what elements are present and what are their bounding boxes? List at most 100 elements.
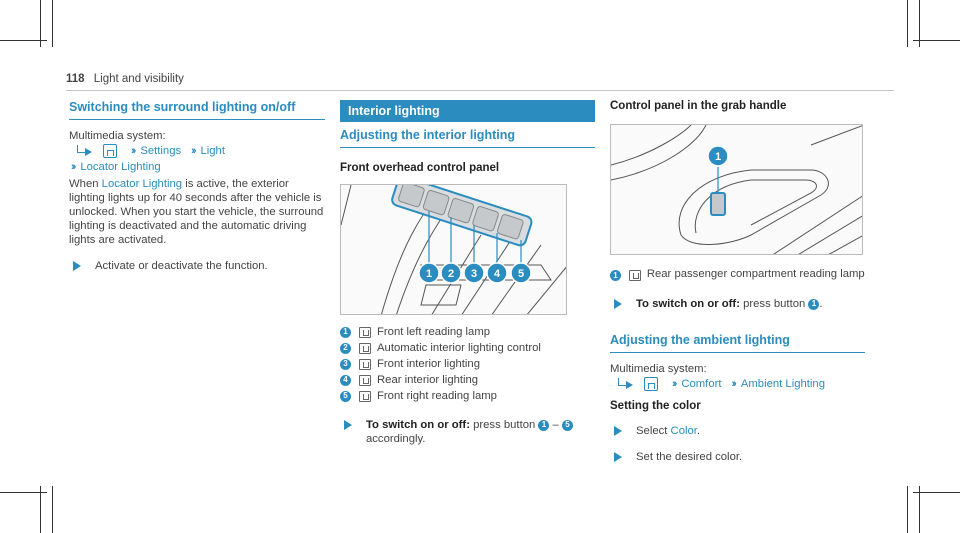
callout-number: 2 [340,342,351,354]
nav-arrow-icon [616,378,638,390]
step-arrow-icon [614,426,622,436]
body-text: When [69,178,102,190]
grab-handle-figure: 1 [610,124,863,255]
callout-number: 4 [340,374,351,386]
step-text: To switch on or off: press button 1 – 5 … [366,418,573,446]
step-body: press button [739,298,809,310]
svg-text:1: 1 [426,268,432,280]
crop-mark [52,0,53,47]
step-text: Select Color. [636,424,700,438]
legend-label: Rear interior lighting [377,374,479,386]
section-heading: Adjusting the ambient lighting [610,333,865,353]
crop-mark [919,486,920,533]
section-heading: Switching the surround lighting on/off [69,100,325,120]
svg-text:4: 4 [494,268,501,280]
page-number: 118 [66,73,85,85]
step-text: Set the desired color. [636,451,743,463]
legend-item: 4 Rear interior lighting [340,372,595,388]
step-body: Select [636,425,671,437]
callout-number: 5 [340,390,351,402]
page-section: Light and visibility [93,73,184,85]
callout-number: 3 [340,358,351,370]
body-paragraph: When Locator Lighting is active, the ext… [69,177,325,247]
legend-label: Front right reading lamp [377,390,497,402]
step-item: Activate or deactivate the function. [69,259,325,273]
step-text: To switch on or off: press button 1. [636,297,823,311]
legend-item: 3 Front interior lighting [340,356,595,372]
subheading: Setting the color [610,400,701,412]
chevron-icon: ›› [131,145,137,157]
auto-light-icon [359,342,371,354]
body-text: is active, the exterior lighting lights … [69,178,324,246]
nav-light: Light [200,145,225,157]
step-link: Color [670,425,697,437]
svg-text:3: 3 [471,268,477,280]
nav-path: ›› Comfort ›› Ambient Lighting [610,376,865,392]
step-text: Activate or deactivate the function. [95,260,268,272]
legend-label: Front interior lighting [377,358,480,370]
column-interior-lighting: Interior lighting Adjusting the interior… [340,100,595,446]
home-icon [103,144,117,158]
legend-label: Rear passenger compartment reading lamp [646,268,865,280]
reading-lamp-icon [628,270,641,281]
chevron-icon: ›› [731,378,738,390]
home-icon [644,377,658,391]
chevron-icon: ›› [191,145,197,157]
nav-locator-lighting: Locator Lighting [80,161,161,173]
nav-path: ›› Settings ›› Light [69,143,325,159]
nav-path-cont: ›› Locator Lighting [69,159,325,175]
step-bold: To switch on or off: [366,419,470,431]
column-grab-handle: Control panel in the grab handle 1 1 Rea… [610,100,865,464]
header-rule [66,90,894,91]
callout-number: 1 [808,298,820,310]
crop-mark [907,486,908,533]
body-link: Locator Lighting [101,178,183,190]
step-arrow-icon [73,261,81,271]
chevron-icon: ›› [672,378,678,390]
step-end: . [696,425,701,437]
nav-comfort: Comfort [681,378,722,390]
callout-number: 1 [340,326,351,338]
section-heading: Adjusting the interior lighting [340,128,595,148]
overhead-panel-figure: 1 2 3 4 5 [340,184,567,315]
crop-mark [907,0,908,47]
step-item: Select Color. [610,424,865,438]
step-item: To switch on or off: press button 1 – 5 … [340,418,595,446]
rear-light-icon [359,374,371,386]
step-item: To switch on or off: press button 1. [610,297,865,311]
chevron-icon: ›› [71,161,77,173]
callout-number: 5 [561,419,573,431]
svg-text:5: 5 [518,268,524,280]
step-bold: To switch on or off: [636,298,740,310]
subheading: Front overhead control panel [340,162,500,174]
grab-handle-illustration: 1 [611,125,862,254]
legend-item: 1 Front left reading lamp [340,324,595,340]
legend-list: 1 Front left reading lamp 2 Automatic in… [340,324,595,404]
crop-mark [40,486,41,533]
crop-mark [0,40,47,41]
callout-number: 1 [538,419,550,431]
step-dash: – [549,419,562,431]
step-item: Set the desired color. [610,450,865,464]
legend-item: 1 Rear passenger compartment reading lam… [610,268,865,281]
legend-label: Front left reading lamp [377,326,491,338]
crop-mark [52,486,53,533]
column-surround-lighting: Switching the surround lighting on/off M… [69,100,325,273]
overhead-panel-illustration: 1 2 3 4 5 [341,185,566,314]
crop-mark [913,40,960,41]
nav-settings: Settings [140,145,182,157]
crop-mark [919,0,920,47]
subheading: Control panel in the grab handle [610,100,787,112]
nav-ambient-lighting: Ambient Lighting [740,378,825,390]
crop-mark [40,0,41,47]
legend-item: 5 Front right reading lamp [340,388,595,404]
legend-label: Automatic interior lighting control [377,342,541,354]
reading-lamp-icon [359,390,371,402]
nav-intro: Multimedia system: [610,363,707,375]
step-body: accordingly. [366,433,426,445]
crop-mark [913,492,960,493]
callout-number: 1 [610,270,621,281]
nav-intro: Multimedia system: [69,130,166,142]
step-body: press button [469,419,539,431]
front-light-icon [359,358,371,370]
